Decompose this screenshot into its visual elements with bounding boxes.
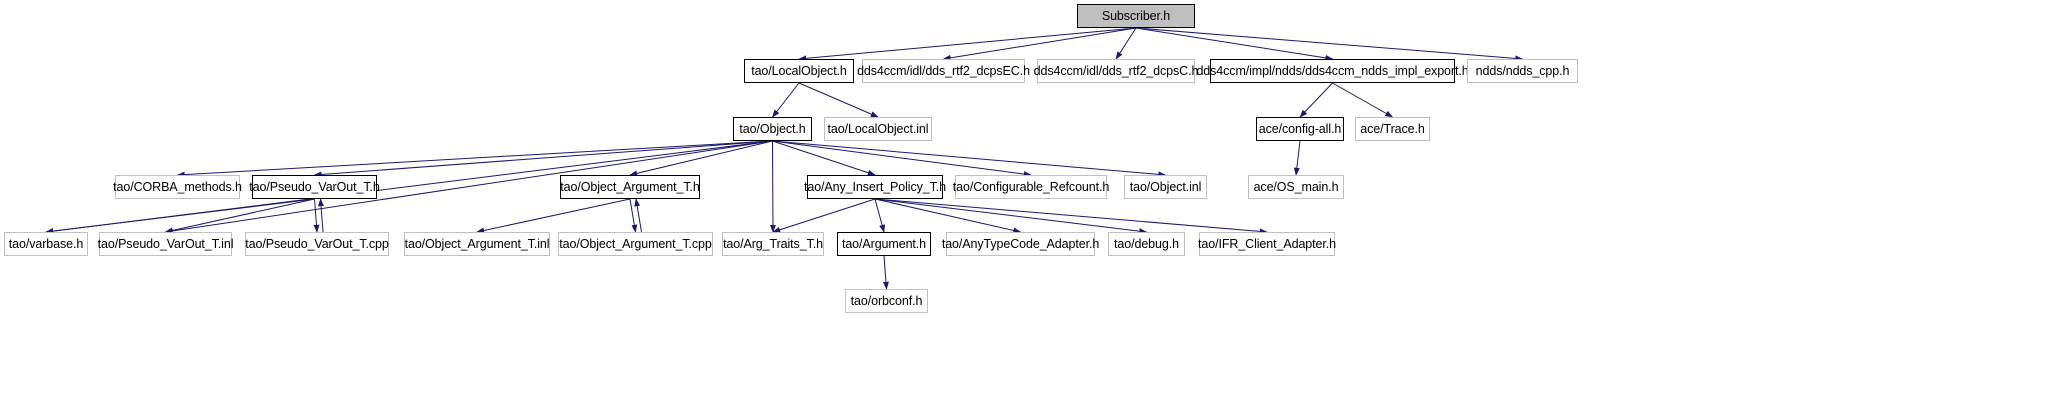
graph-node-object_inl[interactable]: tao/Object.inl [1124, 175, 1207, 199]
graph-node-subscriber[interactable]: Subscriber.h [1077, 4, 1195, 28]
graph-edge-any_insert-to-ifr_client [874, 198, 1268, 235]
graph-node-label: tao/Any_Insert_Policy_T.h [803, 179, 947, 194]
graph-edge-object_h-to-object_inl [772, 140, 1167, 178]
graph-edge-object_h-to-config_refcount [772, 140, 1032, 178]
graph-edge-localobject_h-to-object_h [772, 82, 800, 118]
graph-node-ace_trace[interactable]: ace/Trace.h [1355, 117, 1430, 141]
graph-node-label: tao/Pseudo_VarOut_T.inl [97, 236, 234, 251]
graph-node-label: tao/Object.h [739, 121, 806, 136]
graph-edge-localobject_h-to-localobject_inl [798, 82, 879, 118]
graph-edge-object_h-to-any_insert [772, 140, 876, 176]
graph-node-label: ace/OS_main.h [1253, 179, 1339, 194]
graph-node-label: tao/orbconf.h [850, 293, 923, 308]
graph-node-label: tao/varbase.h [8, 236, 84, 251]
graph-edge-pseudo_varout_h-to-pseudo_varout_inl [164, 198, 315, 234]
graph-edge-object_h-to-object_arg_h [629, 140, 773, 177]
graph-node-pseudo_varout_h[interactable]: tao/Pseudo_VarOut_T.h [249, 175, 380, 199]
graph-node-pseudo_varout_inl[interactable]: tao/Pseudo_VarOut_T.inl [97, 232, 234, 256]
graph-edge-pseudo_varout_h-to-pseudo_varout_cpp [313, 198, 320, 233]
graph-node-label: tao/debug.h [1114, 236, 1179, 251]
graph-edge-any_insert-to-anytypecode [874, 198, 1022, 234]
graph-node-config_refcount[interactable]: tao/Configurable_Refcount.h [952, 175, 1110, 199]
graph-edge-object_h-to-pseudo_varout_h [313, 140, 773, 178]
graph-node-ndds_cpp[interactable]: ndds/ndds_cpp.h [1467, 59, 1578, 83]
graph-node-label: dds4ccm/idl/dds_rtf2_dcpsC.h [1033, 63, 1199, 78]
graph-node-pseudo_varout_cpp[interactable]: tao/Pseudo_VarOut_T.cpp [245, 232, 389, 256]
graph-node-object_arg_cpp[interactable]: tao/Object_Argument_T.cpp [558, 232, 713, 256]
graph-edge-object_h-to-corba_methods [176, 140, 773, 178]
graph-edge-object_h-to-arg_traits [769, 140, 776, 233]
graph-edge-object_h-to-pseudo_varout_inl [164, 140, 773, 234]
graph-node-argument_h[interactable]: tao/Argument.h [837, 232, 931, 256]
graph-edge-object_arg_cpp-to-object_arg_h [634, 198, 642, 233]
graph-node-localobject_h[interactable]: tao/LocalObject.h [744, 59, 854, 83]
graph-node-label: ace/Trace.h [1360, 121, 1425, 136]
graph-node-label: tao/IFR_Client_Adapter.h [1198, 236, 1336, 251]
graph-node-label: tao/AnyTypeCode_Adapter.h [941, 236, 1100, 251]
graph-node-object_arg_h[interactable]: tao/Object_Argument_T.h [560, 175, 700, 199]
graph-edge-ndds_impl_export-to-config_all [1299, 82, 1333, 118]
graph-node-label: tao/Argument.h [841, 236, 927, 251]
graph-edge-object_arg_h-to-object_arg_inl [476, 198, 631, 234]
graph-node-label: ace/config-all.h [1258, 121, 1342, 136]
graph-node-label: tao/LocalObject.inl [827, 121, 929, 136]
graph-edge-any_insert-to-argument_h [874, 198, 885, 233]
graph-node-arg_traits[interactable]: tao/Arg_Traits_T.h [722, 232, 824, 256]
graph-node-label: tao/Object_Argument_T.cpp [559, 236, 712, 251]
graph-node-label: dds4ccm/idl/dds_rtf2_dcpsEC.h [857, 63, 1030, 78]
graph-edge-config_all-to-os_main [1293, 140, 1301, 176]
graph-node-object_arg_inl[interactable]: tao/Object_Argument_T.inl [404, 232, 550, 256]
graph-edge-any_insert-to-arg_traits [772, 198, 876, 233]
graph-node-localobject_inl[interactable]: tao/LocalObject.inl [824, 117, 932, 141]
graph-node-ndds_impl_export[interactable]: dds4ccm/impl/ndds/dds4ccm_ndds_impl_expo… [1196, 59, 1469, 83]
graph-edge-object_arg_h-to-object_arg_cpp [629, 198, 638, 233]
graph-node-dcpsec[interactable]: dds4ccm/idl/dds_rtf2_dcpsEC.h [857, 59, 1030, 83]
graph-node-label: tao/Arg_Traits_T.h [723, 236, 823, 251]
graph-node-label: ndds/ndds_cpp.h [1475, 63, 1570, 78]
graph-node-object_h[interactable]: tao/Object.h [733, 117, 812, 141]
graph-edge-subscriber-to-dcpsc [1115, 27, 1137, 60]
graph-node-ifr_client[interactable]: tao/IFR_Client_Adapter.h [1198, 232, 1336, 256]
graph-edge-ndds_impl_export-to-ace_trace [1332, 82, 1394, 118]
graph-edge-pseudo_varout_cpp-to-pseudo_varout_h [318, 198, 325, 233]
graph-node-label: tao/Pseudo_VarOut_T.h [249, 179, 380, 194]
graph-node-label: tao/Object_Argument_T.inl [404, 236, 550, 251]
graph-node-config_all[interactable]: ace/config-all.h [1256, 117, 1344, 141]
graph-node-label: tao/CORBA_methods.h [113, 179, 242, 194]
graph-edge-subscriber-to-dcpsec [942, 27, 1137, 61]
graph-node-label: tao/Pseudo_VarOut_T.cpp [245, 236, 389, 251]
graph-node-label: tao/Object_Argument_T.h [560, 179, 700, 194]
graph-node-varbase[interactable]: tao/varbase.h [4, 232, 88, 256]
graph-node-any_insert[interactable]: tao/Any_Insert_Policy_T.h [803, 175, 947, 199]
graph-node-label: Subscriber.h [1101, 8, 1171, 23]
graph-node-label: tao/Object.inl [1129, 179, 1202, 194]
graph-node-dcpsc[interactable]: dds4ccm/idl/dds_rtf2_dcpsC.h [1034, 59, 1198, 83]
graph-node-label: tao/Configurable_Refcount.h [952, 179, 1110, 194]
graph-edge-argument_h-to-orbconf [882, 255, 889, 290]
graph-edge-subscriber-to-ndds_impl_export [1135, 27, 1334, 61]
graph-edge-any_insert-to-debug_h [874, 198, 1148, 235]
graph-node-corba_methods[interactable]: tao/CORBA_methods.h [113, 175, 242, 199]
graph-node-label: tao/LocalObject.h [751, 63, 847, 78]
graph-edge-pseudo_varout_h-to-varbase [45, 198, 315, 235]
graph-node-anytypecode[interactable]: tao/AnyTypeCode_Adapter.h [942, 232, 1099, 256]
graph-node-debug_h[interactable]: tao/debug.h [1108, 232, 1185, 256]
graph-node-os_main[interactable]: ace/OS_main.h [1248, 175, 1344, 199]
graph-node-label: dds4ccm/impl/ndds/dds4ccm_ndds_impl_expo… [1196, 63, 1469, 78]
graph-edge-subscriber-to-localobject_h [798, 27, 1137, 62]
graph-edge-subscriber-to-ndds_cpp [1135, 27, 1524, 62]
graph-node-orbconf[interactable]: tao/orbconf.h [845, 289, 928, 313]
